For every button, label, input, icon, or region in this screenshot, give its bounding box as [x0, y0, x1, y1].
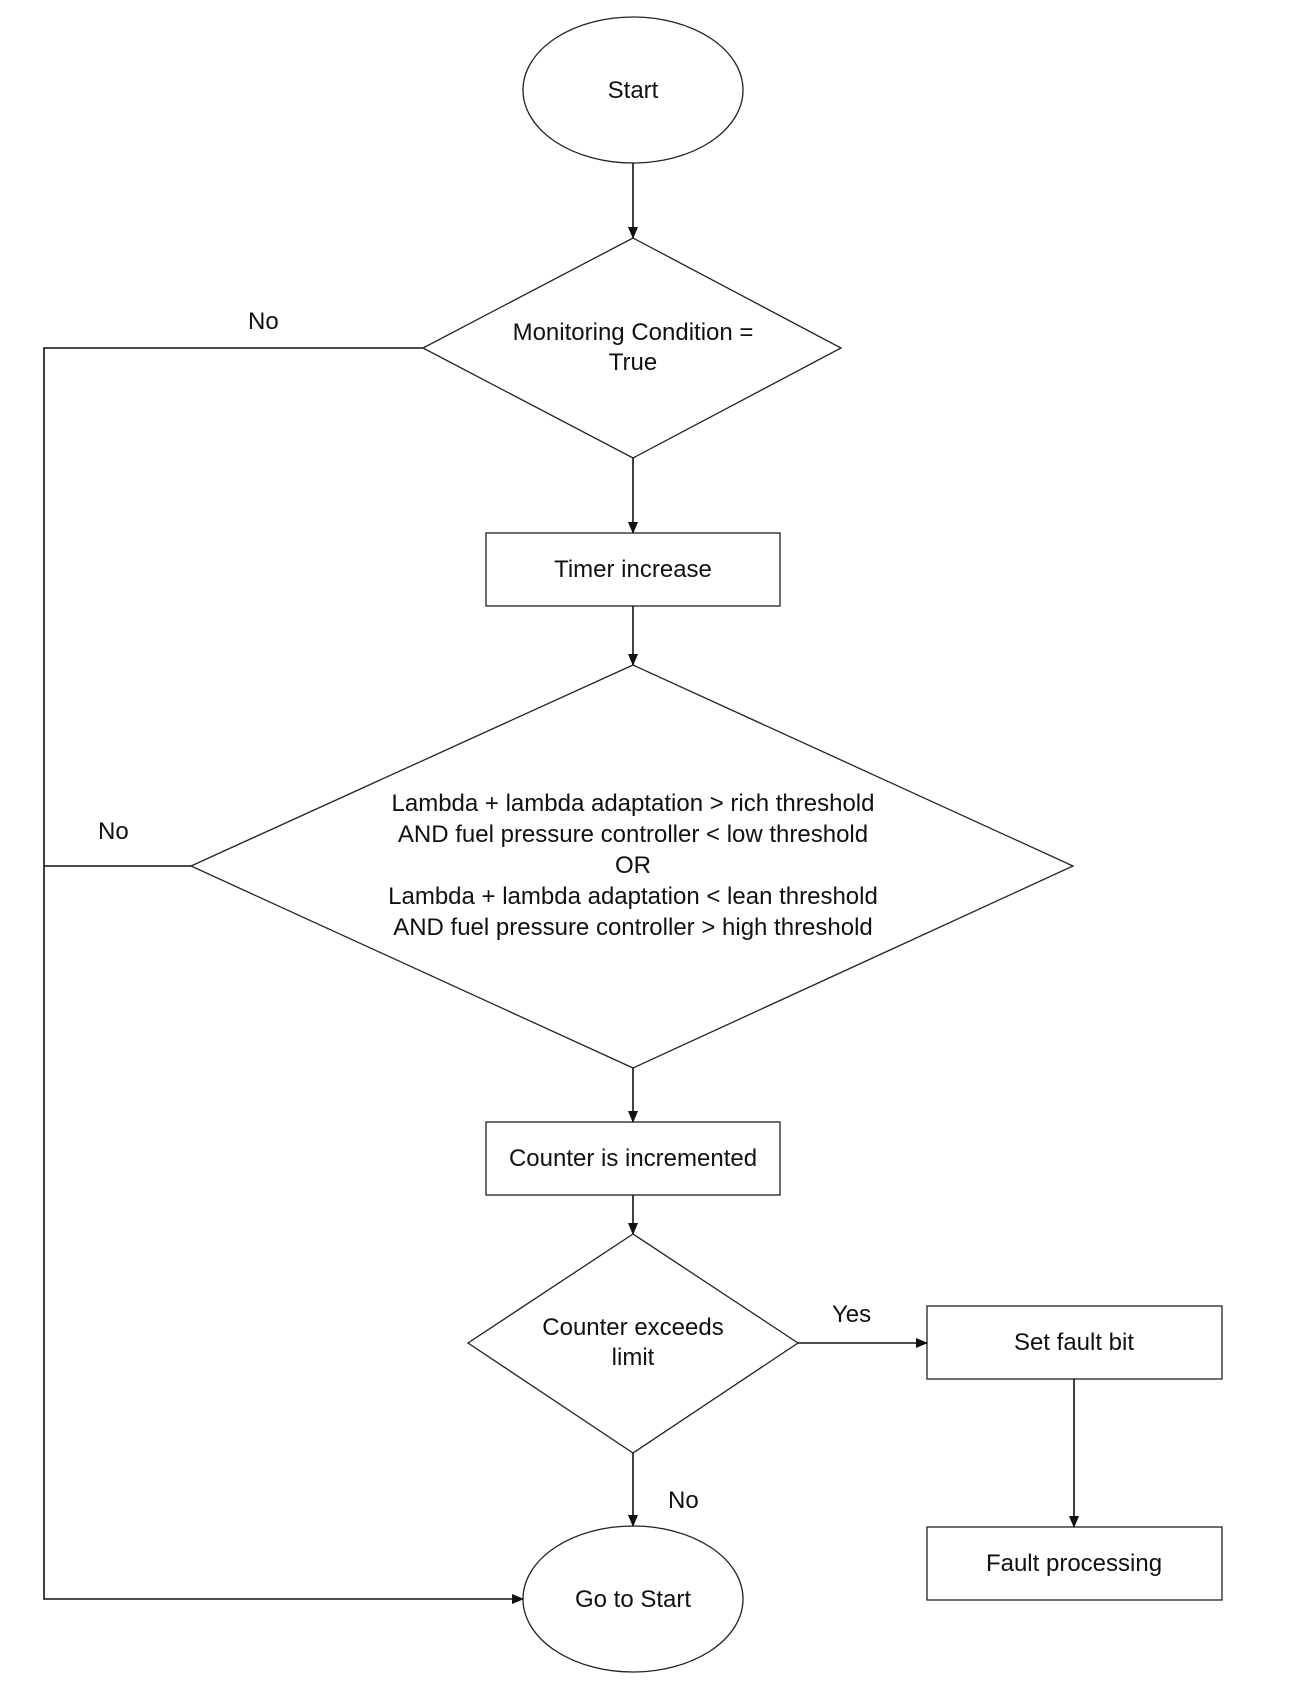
timer-rect [485, 532, 781, 607]
timer-increase-process: Timer increase [485, 532, 781, 607]
monitoring-diamond [421, 237, 843, 459]
monitoring-label-line-1: Monitoring Condition = [513, 319, 754, 346]
lambda-label-line-4: Lambda + lambda adaptation < lean thresh… [388, 883, 878, 910]
fault-processing-rect [926, 1526, 1223, 1601]
set-fault-label: Set fault bit [1014, 1329, 1134, 1356]
set-fault-bit-process: Set fault bit [926, 1305, 1223, 1380]
edge-label-exceeds-no: No [668, 1487, 699, 1514]
start-label: Start [608, 77, 659, 104]
arrow-monitoring-no-to-goto-start [43, 347, 524, 1604]
timer-label: Timer increase [554, 556, 712, 583]
counter-inc-label: Counter is incremented [509, 1145, 757, 1172]
lambda-label-line-1: Lambda + lambda adaptation > rich thresh… [392, 790, 875, 817]
counter-exceeds-label-line-2: limit [612, 1344, 655, 1371]
goto-start-node: Go to Start [522, 1525, 744, 1673]
counter-exceeds-label-line-1: Counter exceeds [542, 1314, 723, 1341]
goto-start-label: Go to Start [575, 1586, 691, 1613]
monitoring-condition-decision: Monitoring Condition = True [421, 237, 843, 459]
lambda-label-line-5: AND fuel pressure controller > high thre… [393, 914, 873, 941]
edge-label-exceeds-yes: Yes [832, 1301, 871, 1328]
edge-label-lambda-no: No [98, 818, 129, 845]
fault-processing-process: Fault processing [926, 1526, 1223, 1601]
counter-incremented-process: Counter is incremented [485, 1121, 781, 1196]
monitoring-label-line-2: True [609, 349, 657, 376]
lambda-condition-decision: Lambda + lambda adaptation > rich thresh… [189, 664, 1075, 1069]
fault-processing-label: Fault processing [986, 1550, 1162, 1577]
lambda-label-line-3: OR [615, 852, 651, 879]
lambda-label-line-2: AND fuel pressure controller < low thres… [398, 821, 868, 848]
edge-label-monitoring-no: No [248, 308, 279, 335]
start-node: Start [522, 16, 744, 164]
set-fault-rect [926, 1305, 1223, 1380]
counter-exceeds-decision: Counter exceeds limit [466, 1233, 800, 1454]
